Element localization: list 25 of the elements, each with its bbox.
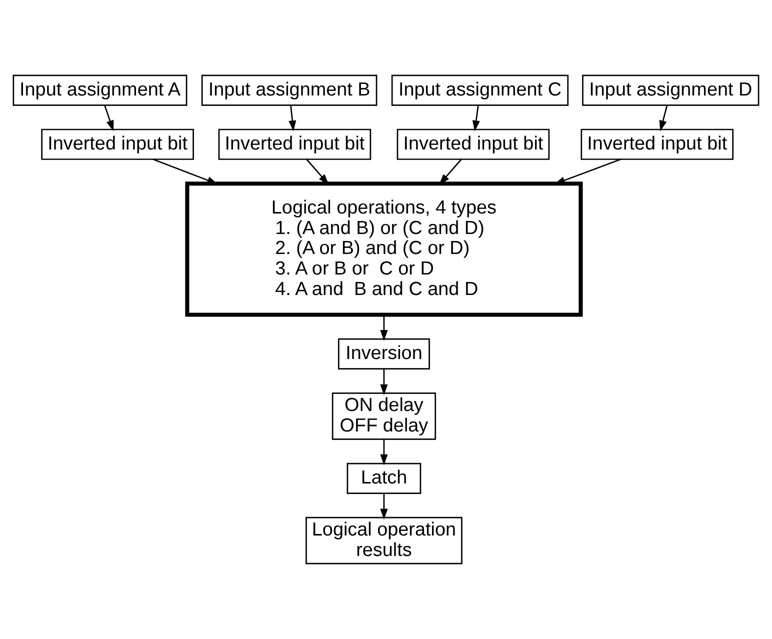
node-box: ON delay OFF delay [332, 392, 436, 440]
arrow [380, 494, 388, 520]
arrow [554, 158, 622, 184]
arrow [380, 315, 388, 341]
arrow [288, 106, 296, 132]
arrow [104, 105, 114, 132]
node-box: Input assignment B [201, 74, 378, 106]
arrow [472, 106, 480, 132]
arrow [306, 159, 329, 185]
node-box: Latch [346, 462, 422, 494]
node-box: Input assignment C [391, 74, 569, 106]
node-box: Input assignment A [12, 74, 188, 106]
node-box: Inverted input bit [218, 128, 372, 160]
node-box: Input assignment D [582, 74, 760, 106]
node-box: Inversion [338, 338, 430, 370]
node-box: Logical operations, 4 types 1. (A and B) or (C and D) 2. (A or B) and (C or D) 3. A or B or C or D 4. A and B and C and D [185, 182, 583, 317]
arrow [380, 439, 388, 466]
arrow [439, 159, 462, 185]
arrow [659, 106, 668, 132]
node-box: Logical operation results [306, 516, 462, 564]
arrow [152, 158, 218, 184]
arrow [380, 369, 388, 396]
node-box: Inverted input bit [41, 128, 194, 160]
node-box: Inverted input bit [396, 128, 550, 160]
node-box: Inverted input bit [580, 128, 734, 160]
